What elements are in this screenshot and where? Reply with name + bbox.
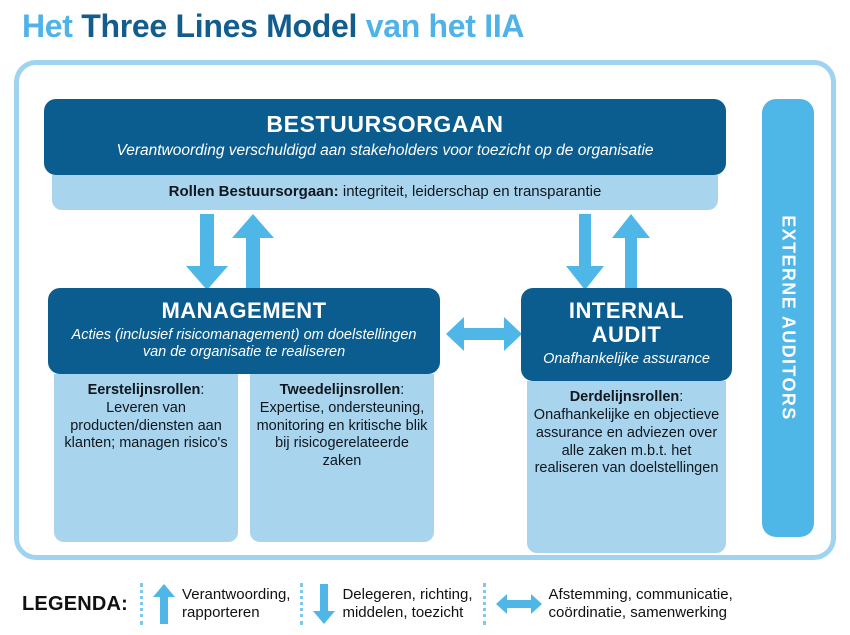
governing-body-roles: Rollen Bestuursorgaan: integriteit, leid… (52, 175, 718, 211)
arrow-down-icon (313, 584, 336, 624)
legend-item-alignment: Afstemming, communicatie, coördinatie, s… (495, 586, 743, 621)
external-auditors-bar: EXTERNE AUDITORS (762, 99, 814, 537)
internal-audit-header: INTERNAL AUDIT Onafhankelijke assurance (521, 288, 732, 382)
governing-body-title: BESTUURSORGAAN (266, 111, 504, 137)
internal-audit-subtitle: Onafhankelijke assurance (543, 351, 710, 368)
internal-audit-title: INTERNAL AUDIT (568, 298, 685, 348)
first-line-roles-box: Eerstelijnsrollen: Leveren van producten… (54, 374, 238, 543)
legend-item-delegation: Delegeren, richting, middelen, toezicht (313, 584, 482, 624)
management-accountability-arrows (186, 214, 274, 292)
legend-separator (482, 583, 486, 625)
legend-separator (140, 583, 144, 625)
legend-text-delegation: Delegeren, richting, middelen, toezicht (342, 586, 472, 621)
governing-body-roles-text: integriteit, leiderschap en transparanti… (338, 183, 602, 201)
page-title: Het Three Lines Model van het IIA (22, 8, 525, 45)
management-subtitle: Acties (inclusief risicomanagement) om d… (71, 327, 417, 361)
first-line-roles-label: Eerstelijnsrollen (87, 382, 201, 399)
title-part-3: van het IIA (357, 8, 525, 44)
legend-line-1: Delegeren, richting, (342, 586, 473, 604)
legend-line-1: Afstemming, communicatie, (548, 586, 733, 604)
third-line-roles-box: Derdelijnsrollen: Onafhankelijke en obje… (527, 381, 726, 554)
arrow-left-right-icon (495, 594, 542, 614)
arrow-up-icon (612, 214, 650, 292)
internal-audit-block: INTERNAL AUDIT Onafhankelijke assurance … (521, 288, 732, 554)
arrow-down-icon (566, 214, 604, 290)
governing-body-roles-label: Rollen Bestuursorgaan: (168, 183, 339, 201)
internal-audit-roles-row: Derdelijnsrollen: Onafhankelijke en obje… (527, 381, 726, 554)
legend: LEGENDA: Verantwoording, rapporteren Del… (22, 578, 834, 630)
third-line-roles-label: Derdelijnsrollen (569, 389, 680, 406)
arrow-up-icon (153, 584, 176, 624)
legend-line-2: middelen, toezicht (342, 604, 464, 621)
governing-body-subtitle: Verantwoording verschuldigd aan stakehol… (116, 142, 654, 160)
legend-text-alignment: Afstemming, communicatie, coördinatie, s… (549, 586, 733, 621)
management-title: MANAGEMENT (161, 298, 327, 323)
legend-item-accountability: Verantwoording, rapporteren (153, 584, 300, 624)
arrow-up-icon (232, 214, 274, 292)
coordination-arrow (446, 317, 522, 351)
legend-line-2: rapporteren (182, 604, 260, 621)
management-roles-row: Eerstelijnsrollen: Leveren van producten… (54, 374, 434, 543)
legend-line-1: Verantwoording, (182, 586, 291, 604)
management-block: MANAGEMENT Acties (inclusief risicomanag… (48, 288, 440, 543)
internal-audit-accountability-arrows (566, 214, 650, 292)
arrow-left-right-icon (446, 317, 522, 351)
management-header: MANAGEMENT Acties (inclusief risicomanag… (48, 288, 440, 375)
external-auditors-label: EXTERNE AUDITORS (778, 215, 799, 421)
legend-separator (300, 583, 304, 625)
third-line-roles-text: : Onafhankelijke en objectieve assurance… (533, 389, 720, 477)
first-line-roles-text: : Leveren van producten/diensten aan kla… (64, 382, 228, 452)
second-line-roles-text: : Expertise, ondersteuning, monitoring e… (256, 382, 428, 470)
governing-body-block: BESTUURSORGAAN Verantwoording verschuldi… (44, 99, 726, 211)
governing-body-header: BESTUURSORGAAN Verantwoording verschuldi… (44, 99, 726, 176)
title-part-2: Three Lines Model (81, 8, 358, 44)
legend-title: LEGENDA: (22, 592, 129, 615)
arrow-down-icon (186, 214, 228, 290)
second-line-roles-box: Tweedelijnsrollen: Expertise, ondersteun… (250, 374, 434, 543)
second-line-roles-label: Tweedelijnsrollen (279, 382, 401, 399)
legend-text-accountability: Verantwoording, rapporteren (182, 586, 290, 621)
legend-line-2: coördinatie, samenwerking (548, 604, 727, 621)
title-part-1: Het (22, 8, 82, 44)
